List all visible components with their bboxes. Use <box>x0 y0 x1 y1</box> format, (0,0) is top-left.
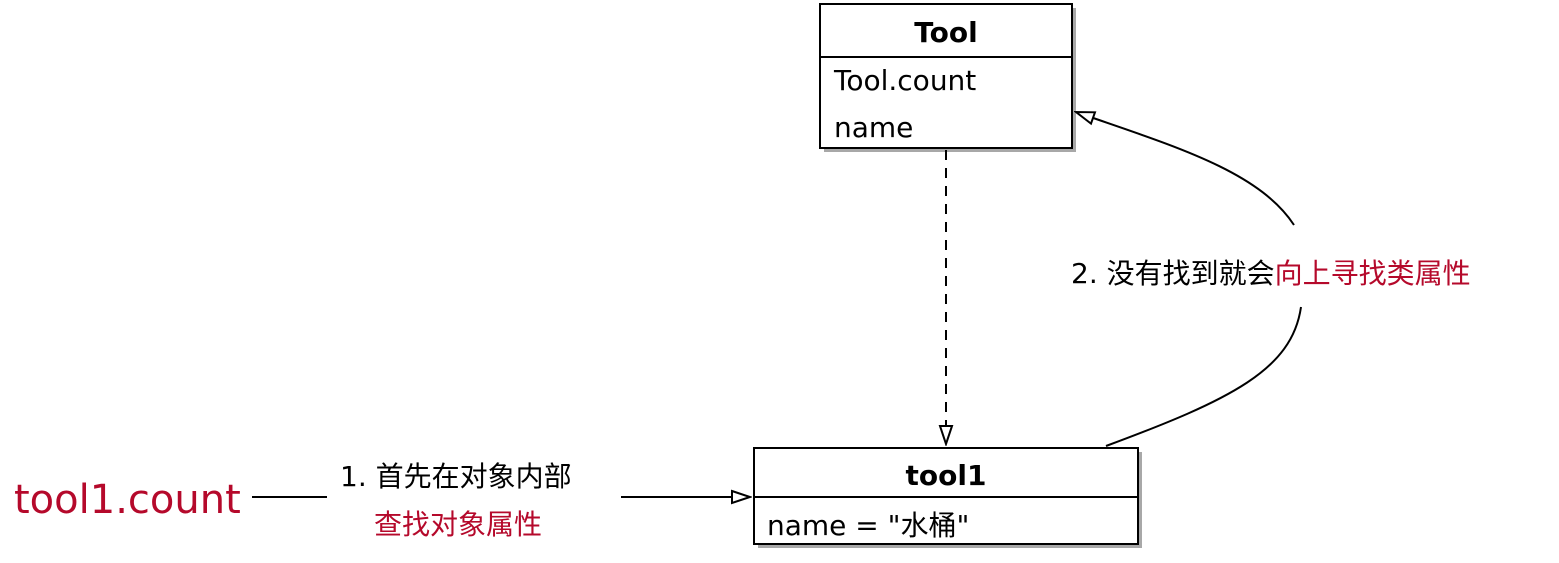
instance-attribute-name: name = "水桶" <box>767 509 969 542</box>
access-expression: tool1.count <box>14 477 241 523</box>
step2-label: 2. 没有找到就会向上寻找类属性 <box>1071 257 1471 290</box>
class-attribute-count: Tool.count <box>833 64 976 97</box>
step2-curve-lower <box>1105 306 1302 447</box>
class-box-tool: Tool Tool.count name <box>819 3 1076 152</box>
step1-highlight: 查找对象属性 <box>374 508 542 541</box>
step2-prefix: 2. 没有找到就会 <box>1071 257 1275 290</box>
step2-highlight: 向上寻找类属性 <box>1275 257 1471 290</box>
instance-box-title: tool1 <box>906 459 987 492</box>
class-box-title: Tool <box>914 16 977 49</box>
class-box-frame <box>819 3 1073 149</box>
class-attribute-name: name <box>834 111 913 144</box>
instance-box-tool1: tool1 name = "水桶" <box>753 447 1142 548</box>
step1-label: 1. 首先在对象内部 <box>340 460 572 493</box>
step2-curve-upper-arrow <box>1076 112 1295 226</box>
